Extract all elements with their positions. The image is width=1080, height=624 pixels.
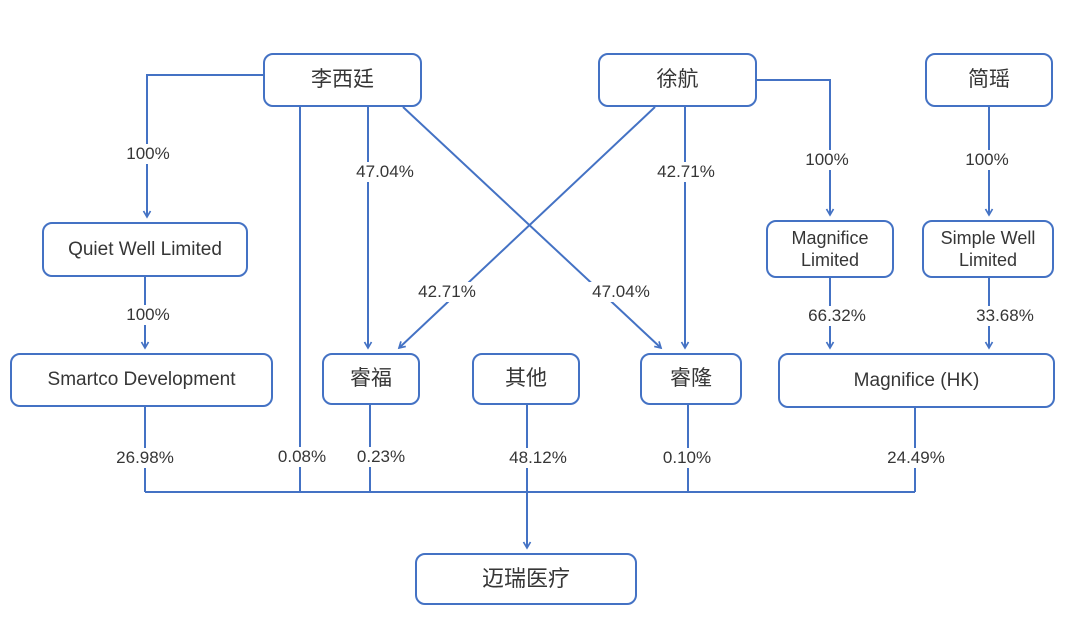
- label-qita-to-mindray: 48.12%: [506, 448, 570, 468]
- label-ruilong-to-mindray: 0.10%: [659, 448, 715, 468]
- label-xu-to-magnifice-ltd: 100%: [802, 150, 852, 170]
- node-smartco-development: Smartco Development: [10, 353, 273, 407]
- edge-xu-to-ruifu: [397, 106, 656, 350]
- node-qita: 其他: [472, 353, 580, 405]
- label-magnifice-ltd-to-hk: 66.32%: [805, 306, 869, 326]
- label-smartco-to-mindray: 26.98%: [113, 448, 177, 468]
- node-xu-hang: 徐航: [598, 53, 757, 107]
- label-li-to-ruilong: 47.04%: [589, 282, 653, 302]
- label-li-to-mindray: 0.08%: [274, 447, 330, 467]
- label-quiet-well-to-smartco: 100%: [123, 305, 173, 325]
- edge-li-to-quiet-well: [142, 74, 265, 219]
- edge-xu-to-magnifice-ltd: [757, 79, 835, 217]
- node-ruifu: 睿福: [322, 353, 420, 405]
- edge-li-to-ruilong: [402, 106, 663, 350]
- label-li-to-quiet-well: 100%: [123, 144, 173, 164]
- node-magnifice-limited: Magnifice Limited: [766, 220, 894, 278]
- label-xu-to-ruilong: 42.71%: [654, 162, 718, 182]
- node-ruilong: 睿隆: [640, 353, 742, 405]
- node-magnifice-hk: Magnifice (HK): [778, 353, 1055, 408]
- node-li-xiting: 李西廷: [263, 53, 422, 107]
- label-ruifu-to-mindray: 0.23%: [353, 447, 409, 467]
- node-jian-yao: 简瑶: [925, 53, 1053, 107]
- label-hk-to-mindray: 24.49%: [884, 448, 948, 468]
- label-simple-well-to-hk: 33.68%: [973, 306, 1037, 326]
- node-quiet-well-limited: Quiet Well Limited: [42, 222, 248, 277]
- label-xu-to-ruifu: 42.71%: [415, 282, 479, 302]
- node-mindray: 迈瑞医疗: [415, 553, 637, 605]
- label-jian-to-simple-well: 100%: [962, 150, 1012, 170]
- node-simple-well-limited: Simple Well Limited: [922, 220, 1054, 278]
- label-li-to-ruifu: 47.04%: [353, 162, 417, 182]
